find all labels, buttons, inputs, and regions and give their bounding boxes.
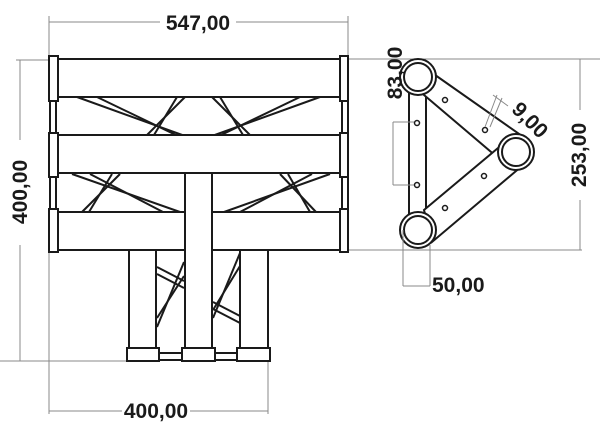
width-dimension: 547,00: [166, 12, 230, 35]
middle-chord: [56, 134, 342, 174]
side-height-dimension: 253,00: [568, 123, 591, 187]
tube-bottom: [399, 211, 437, 249]
base-width-dimension: 400,00: [124, 400, 188, 423]
tube-right: [497, 133, 535, 171]
offset-dimension: 83,00: [384, 47, 407, 100]
holes: [413, 96, 489, 212]
height-dimension: 400,00: [9, 160, 32, 224]
center-post: [184, 172, 213, 349]
tube-top: [399, 58, 437, 96]
top-chord: [56, 58, 342, 98]
front-view-truss: [48, 55, 349, 362]
side-view-truss: [392, 58, 581, 287]
dimension-lines-front: [0, 16, 600, 414]
tube-dimension: 50,00: [432, 274, 485, 297]
